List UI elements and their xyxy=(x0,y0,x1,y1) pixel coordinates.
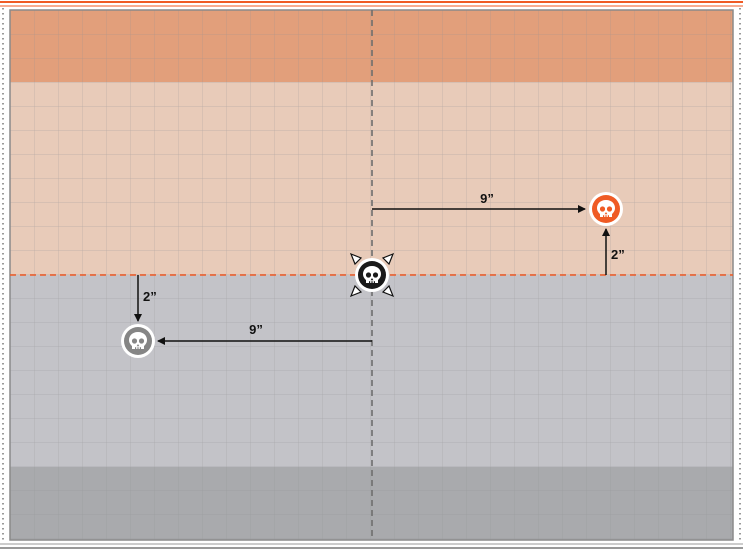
orange-horizontal-label: 9” xyxy=(480,191,494,206)
grey-objective-marker xyxy=(121,324,155,358)
orange-vertical-label: 2” xyxy=(611,247,625,262)
corner-pointers xyxy=(349,252,395,298)
grey-vertical-label: 2” xyxy=(143,289,157,304)
grey-horizontal-label: 9” xyxy=(249,322,263,337)
orange-objective-marker xyxy=(589,192,623,226)
center-objective-marker xyxy=(349,252,395,298)
